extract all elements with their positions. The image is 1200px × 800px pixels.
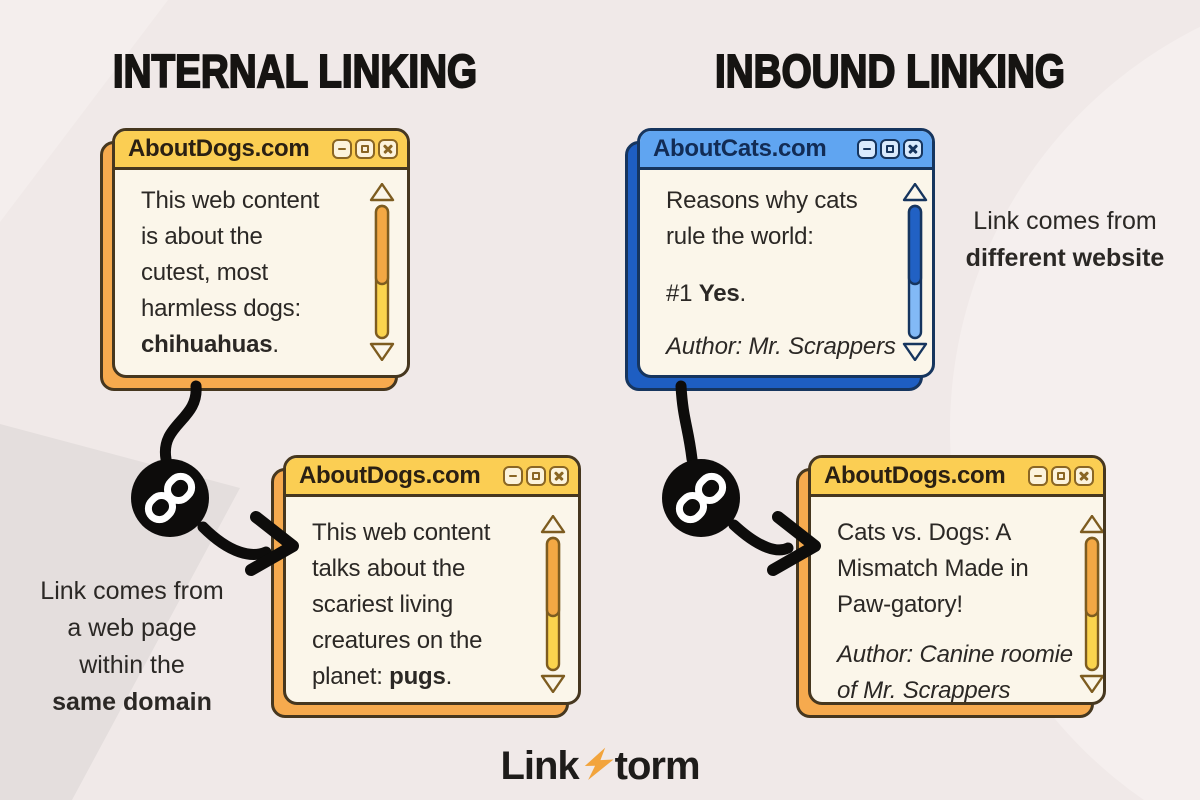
close-button[interactable] bbox=[903, 139, 923, 159]
close-icon bbox=[1079, 471, 1089, 481]
logo-text-torm: torm bbox=[614, 743, 701, 788]
minimize-button[interactable] bbox=[503, 466, 523, 486]
scrollbar-graphic[interactable] bbox=[540, 515, 566, 693]
close-icon bbox=[554, 471, 564, 481]
window-title-bar[interactable]: AboutDogs.com bbox=[115, 131, 407, 170]
scroll-up-icon[interactable] bbox=[369, 183, 395, 202]
connector-line bbox=[675, 380, 698, 465]
close-button[interactable] bbox=[549, 466, 569, 486]
window-controls bbox=[503, 466, 569, 486]
scroll-up-icon[interactable] bbox=[1079, 515, 1103, 534]
window-title: AboutCats.com bbox=[653, 135, 827, 162]
scroll-up-icon[interactable] bbox=[540, 515, 566, 534]
scrollbar-graphic[interactable] bbox=[369, 183, 395, 361]
minimize-icon bbox=[1034, 474, 1042, 478]
connector-inbound bbox=[662, 380, 821, 576]
maximize-icon bbox=[1057, 472, 1065, 480]
scroll-down-icon[interactable] bbox=[540, 674, 566, 693]
scrollbar[interactable] bbox=[534, 515, 572, 695]
connector-line bbox=[728, 519, 794, 556]
scrollbar-thumb[interactable] bbox=[374, 204, 390, 286]
scroll-down-icon[interactable] bbox=[369, 342, 395, 361]
window-title: AboutDogs.com bbox=[824, 462, 1006, 489]
logo-text-link: Link bbox=[500, 743, 579, 788]
window-title-bar[interactable]: AboutCats.com bbox=[640, 131, 932, 170]
maximize-icon bbox=[532, 472, 540, 480]
minimize-button[interactable] bbox=[857, 139, 877, 159]
link-icon bbox=[662, 459, 740, 537]
window-title-bar[interactable]: AboutDogs.com bbox=[811, 458, 1103, 497]
minimize-button[interactable] bbox=[332, 139, 352, 159]
window-controls bbox=[1028, 466, 1094, 486]
window-controls bbox=[332, 139, 398, 159]
scrollbar-thumb[interactable] bbox=[1084, 536, 1100, 618]
window-title-bar[interactable]: AboutDogs.com bbox=[286, 458, 578, 497]
connector-line bbox=[197, 521, 272, 560]
maximize-button[interactable] bbox=[880, 139, 900, 159]
maximize-button[interactable] bbox=[355, 139, 375, 159]
maximize-icon bbox=[361, 145, 369, 153]
scroll-up-icon[interactable] bbox=[902, 183, 927, 202]
minimize-icon bbox=[863, 147, 871, 151]
minimize-button[interactable] bbox=[1028, 466, 1048, 486]
minimize-icon bbox=[338, 147, 346, 151]
close-button[interactable] bbox=[378, 139, 398, 159]
scrollbar-graphic[interactable] bbox=[902, 183, 928, 361]
scrollbar[interactable] bbox=[896, 183, 932, 367]
connector-line bbox=[159, 380, 202, 465]
window-title: AboutDogs.com bbox=[299, 462, 481, 489]
scrollbar[interactable] bbox=[363, 183, 401, 367]
connector-internal bbox=[131, 380, 299, 576]
scroll-down-icon[interactable] bbox=[1079, 674, 1103, 693]
scrollbar-graphic[interactable] bbox=[1079, 515, 1105, 693]
lightning-bolt-icon bbox=[584, 747, 614, 781]
close-button[interactable] bbox=[1074, 466, 1094, 486]
window-controls bbox=[857, 139, 923, 159]
heading-inbound-linking: INBOUND LINKING bbox=[714, 45, 1066, 97]
maximize-button[interactable] bbox=[526, 466, 546, 486]
scroll-down-icon[interactable] bbox=[902, 342, 927, 361]
close-icon bbox=[908, 144, 918, 154]
heading-internal-linking: INTERNAL LINKING bbox=[112, 45, 478, 97]
minimize-icon bbox=[509, 474, 517, 478]
maximize-icon bbox=[886, 145, 894, 153]
scrollbar[interactable] bbox=[1073, 515, 1105, 702]
maximize-button[interactable] bbox=[1051, 466, 1071, 486]
window-title: AboutDogs.com bbox=[128, 135, 310, 162]
linkstorm-logo: Link torm bbox=[0, 740, 1200, 792]
scrollbar-thumb[interactable] bbox=[545, 536, 561, 618]
close-icon bbox=[383, 144, 393, 154]
scrollbar-thumb[interactable] bbox=[907, 204, 922, 286]
link-icon bbox=[131, 459, 209, 537]
